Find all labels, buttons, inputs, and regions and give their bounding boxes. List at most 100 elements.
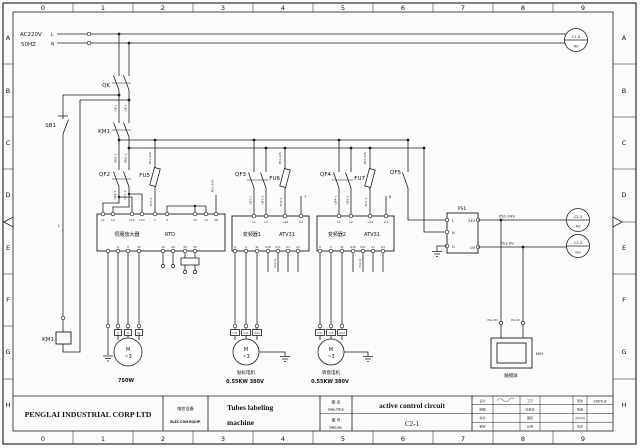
terminal-label: 2 [166,218,168,222]
connector-pin: A0 [573,44,579,49]
servo-amplifier: L1 L2 L1C L2C 1 2 13 14 18 伺服放大器 RTD U V… [96,211,226,274]
designer-signature-mark [496,397,515,402]
terminal-label: U [117,245,119,249]
motor-terminal: W12 [339,331,345,335]
vfd1: L1 L2 +24 LI1 变频器1 ATV31 U V W R1B R1C L… [231,213,310,272]
dwg-title-label-cn: 图 名 [332,400,341,405]
wire-label: QF3-1 [249,195,253,204]
qf2-label: QF2 [99,172,110,178]
motor-3-name: 转盘电机 [322,369,340,376]
grid-row-label: E [6,244,10,252]
dwg-title-label-en: DWG.TITLE [328,408,344,412]
wire-number: 1 [58,223,61,228]
field-draft: 制图 [479,407,485,412]
touchscreen-outer [490,337,533,369]
motor-3-rating: 0.55KW 380V [311,379,349,385]
connector-id: C2-2 [574,240,583,245]
psu-branch: QF5 PS1 L N G 24V 0V PS1-24V PS1-0V PS1-… [390,138,567,338]
grid-row-label: F [622,296,626,304]
terminal-label: L1C [129,218,135,222]
terminal-label: L1 [252,220,256,224]
motor-1 [113,337,143,367]
wire-label: KM1-2 [124,153,128,163]
drawing-number: C2-1 [405,420,420,428]
terminal-label: R1B [350,245,355,249]
ground-symbol [259,351,290,362]
terminal-label: 34 [183,245,187,249]
company-name: PENGLAI INDUSTRIAL CORP LTD [25,410,152,419]
motor-terminal: U [117,332,120,336]
terminal-label: L1 [101,218,105,222]
vfd2-model: ATV31 [364,232,380,238]
grid-col-label: 6 [401,4,405,12]
grid-row-label: A [6,34,11,42]
wire-label: QK-2 [124,104,128,111]
grid-row-label: A [622,34,627,42]
motor-terminal: W11 [254,331,260,335]
motor-symbol: M [126,347,130,353]
touchscreen: M05 触摸屏 [490,337,543,379]
grid-col-label: 5 [341,435,345,443]
grid-col-label: 5 [341,4,345,12]
terminal-label: 35 [193,245,197,249]
grid-col-label: 3 [221,435,225,443]
vfd2-box [316,215,395,252]
vfd2: L1 L2 +24 LI1 变频器2 ATV31 U V W R1B R1C L… [316,213,395,272]
grid-col-label: 9 [581,435,585,443]
grid-row-label: C [622,139,627,147]
machine-name-line1: Tubes labeling [227,403,273,412]
terminal-label: W [256,245,259,249]
motor-terminal: V [127,332,130,336]
dept-name-cn: 电控设备 [177,405,195,412]
wire-label: QK-1 [114,104,118,111]
control-loop: SB1 1 KM1 [42,93,131,353]
field-quantity: 数量 [577,407,583,412]
wire-label: FU7-2 [364,198,368,207]
fu5-label: FU5 [139,173,150,179]
neutral-label: N [51,42,54,48]
dept-name-en: ELEC.CON.EQUIP. [170,420,201,424]
vfd1-model: ATV31 [279,232,295,238]
grid-col-label: 8 [521,435,525,443]
terminal-label: 0V [470,246,475,250]
grid-col-label: 1 [101,435,105,443]
grid-row-label: D [5,191,10,199]
dwg-no-label-en: DWG.NO. [330,426,343,430]
dwg-no-label-cn: 图 号 [332,418,341,423]
field-check: 校对 [479,415,485,420]
grid-col-label: 0 [41,435,45,443]
main-switch-label: QK [102,83,110,89]
terminal-label: 24V [468,219,475,223]
motor-symbol: M [329,347,333,353]
terminal-label: R1B [265,245,270,249]
terminal-label: 1 [154,218,156,222]
connector-pin: G0 [575,250,581,255]
vfd1-name: 变频器1 [243,231,261,238]
terminal-label: L2C [139,218,145,222]
servo-amp-model: RTD [165,232,175,238]
qf5-label: QF5 [390,170,401,176]
wire-label: PS1-24V [488,318,499,322]
wire-label: FU6-2 [279,198,283,207]
motor-phase: ~3 [242,354,249,360]
terminal-label: 18 [214,218,218,222]
terminal-label: N [452,231,455,235]
fuse-fu5 [149,167,161,187]
grid-row-label: C [6,139,11,147]
terminal-label: LI3 [286,245,290,249]
terminal-label: LI1 [384,220,389,224]
wire-number: 7 [304,195,306,199]
wire-label: KM1-1 [114,153,118,163]
grid-row-label: G [5,348,10,356]
wire-label: QF2-1 [113,190,117,199]
km1-contact-label: KM1 [98,129,110,135]
wire-label: QF3-2 [261,195,265,204]
terminal-label: U [234,245,236,249]
motor-phase: ~3 [327,354,334,360]
terminal-label: LI4 [381,245,385,249]
vfd2-name: 变频器2 [328,231,346,238]
left-center-mark [3,216,14,228]
terminal-label: 13 [193,218,197,222]
